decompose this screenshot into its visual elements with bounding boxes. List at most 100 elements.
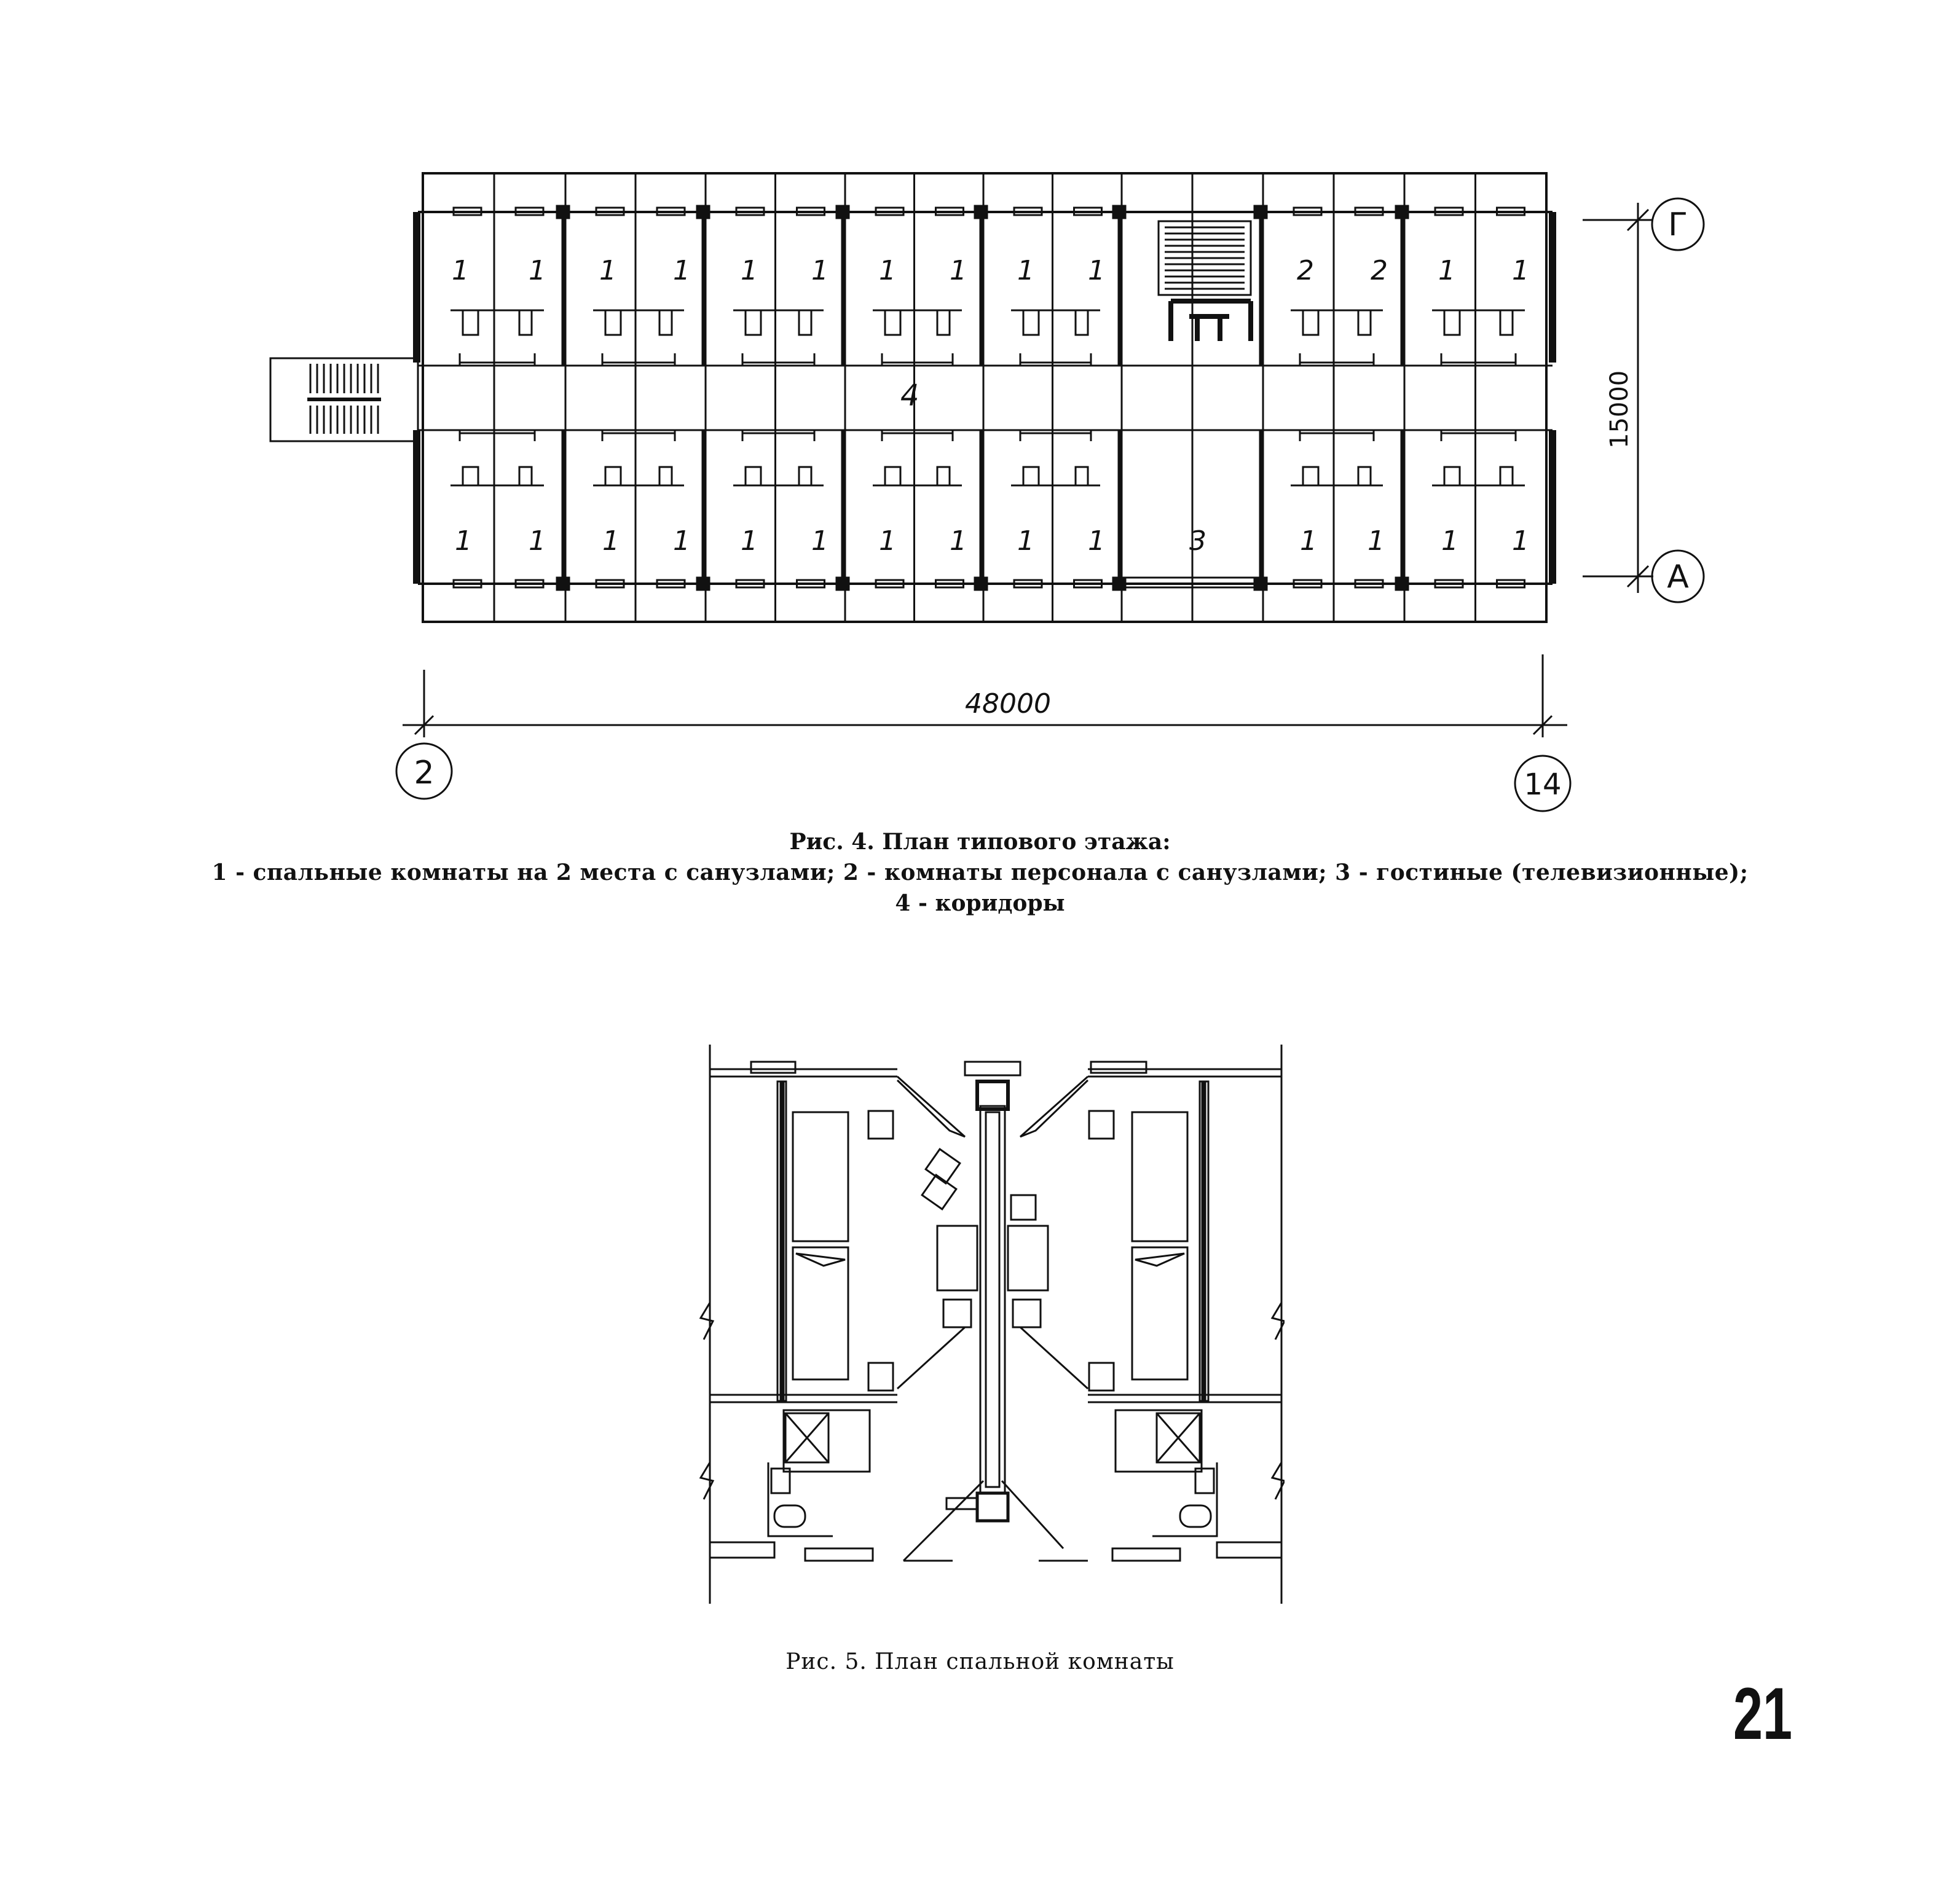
figure4-caption-title: Рис. 4. План типового этажа: (789, 829, 1171, 855)
room-label: 1 (602, 525, 620, 557)
room-label: 1 (741, 255, 758, 286)
bathroom-fixture (593, 466, 684, 487)
column (1112, 205, 1127, 219)
window (1293, 579, 1323, 589)
window (935, 579, 964, 589)
room-label: 1 (529, 525, 546, 557)
bathroom-fixture (1291, 309, 1383, 336)
column (1395, 205, 1409, 219)
door (601, 353, 676, 366)
window (1496, 206, 1525, 216)
window (514, 206, 545, 216)
room-label: 1 (1512, 255, 1529, 286)
bathroom-fixture (451, 466, 544, 487)
window (1496, 579, 1525, 589)
bathroom-fixture (1291, 466, 1383, 487)
axis-label-left: 2 (414, 755, 434, 791)
door (1019, 353, 1092, 366)
room-label: 1 (1017, 525, 1034, 557)
bathroom-fixture (593, 309, 684, 336)
column (974, 576, 988, 591)
window (735, 579, 765, 589)
window (796, 579, 825, 589)
lounge-window (1120, 576, 1264, 589)
bathroom-fixture (733, 466, 824, 487)
door (459, 430, 536, 485)
bathroom-fixture (1011, 466, 1100, 487)
room-label: 1 (1438, 255, 1455, 286)
window (656, 206, 686, 216)
window (875, 206, 905, 216)
column (556, 576, 570, 591)
door (881, 353, 954, 366)
window (875, 579, 905, 589)
window (452, 206, 482, 216)
room-label: 1 (1088, 525, 1105, 557)
bathroom-fixture (1432, 309, 1525, 336)
axis-marker-bottom (1651, 549, 1705, 603)
figure5-caption: Рис. 5. План спальной комнаты (785, 1649, 1175, 1674)
bathroom-fixture (1432, 466, 1525, 487)
width-dimension-value: 15000 (1605, 371, 1634, 449)
room-label: 1 (879, 525, 896, 557)
window (1073, 579, 1103, 589)
door (459, 353, 536, 366)
column (556, 205, 570, 219)
left-stair (269, 357, 419, 442)
bathroom-fixture (873, 466, 962, 487)
room-label: 1 (1368, 525, 1385, 557)
axis-marker-right (1514, 755, 1572, 812)
column (835, 576, 850, 591)
figure4-caption-legend-cont: 4 - коридоры (895, 890, 1065, 916)
length-dimension-value: 48000 (965, 688, 1051, 720)
room-label: 1 (529, 255, 546, 286)
room-label: 1 (811, 525, 828, 557)
window (735, 206, 765, 216)
bathroom-fixture (451, 309, 544, 336)
window (1434, 206, 1464, 216)
room-label: 1 (673, 255, 690, 286)
window (514, 579, 545, 589)
corridor-label: 4 (900, 379, 919, 413)
window (1434, 579, 1464, 589)
room-label: 1 (741, 525, 758, 557)
window (1354, 206, 1384, 216)
door (741, 353, 816, 366)
column (696, 205, 710, 219)
room-label: 1 (452, 255, 469, 286)
axis-label-right: 14 (1524, 767, 1561, 802)
axis-marker-top (1651, 197, 1705, 251)
room-label: 1 (673, 525, 690, 557)
width-dimension (1583, 197, 1705, 603)
column (1253, 205, 1268, 219)
door (1440, 430, 1517, 485)
bathroom-fixture (1011, 309, 1100, 336)
room-label: 1 (950, 525, 967, 557)
bathroom-fixture (873, 309, 962, 336)
room-label: 2 (1371, 255, 1388, 286)
room-label: 1 (1017, 255, 1034, 286)
column (696, 576, 710, 591)
window (935, 206, 964, 216)
axis-marker-left (395, 742, 453, 800)
column (835, 205, 850, 219)
window (1293, 206, 1323, 216)
central-stair (1157, 220, 1253, 341)
window (1013, 579, 1043, 589)
window (656, 579, 686, 589)
room-label: 1 (1512, 525, 1529, 557)
window (1013, 206, 1043, 216)
length-dimension (395, 654, 1572, 812)
door (881, 430, 954, 485)
room-label: 1 (1300, 525, 1317, 557)
window (1073, 206, 1103, 216)
room-label: 3 (1189, 525, 1206, 557)
bedroom-plan-figure (699, 1045, 1285, 1604)
room-label: 1 (811, 255, 828, 286)
door (741, 430, 816, 485)
door (1019, 430, 1092, 485)
window (1354, 579, 1384, 589)
door (1299, 430, 1375, 485)
room-label: 1 (950, 255, 967, 286)
